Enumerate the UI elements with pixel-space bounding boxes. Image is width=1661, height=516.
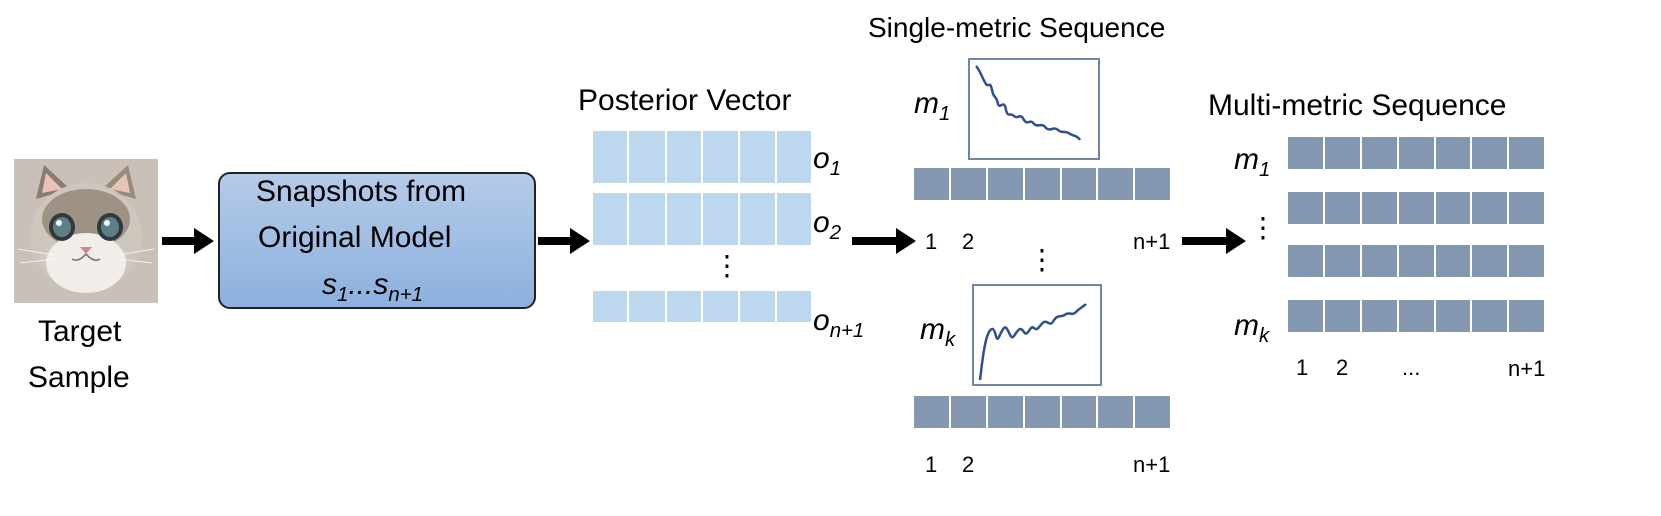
model-line1: Snapshots from xyxy=(256,175,467,208)
kitten-photo-icon xyxy=(14,159,158,303)
posterior-vdots: ⋮ xyxy=(713,250,741,281)
posterior-row-2 xyxy=(593,193,811,245)
single-rowk-tick-2: 2 xyxy=(962,452,975,477)
decreasing-curve xyxy=(975,65,1082,141)
posterior-o1: o1 xyxy=(813,142,842,180)
posterior-row-n xyxy=(593,291,811,322)
target-label-line2: Sample xyxy=(28,361,130,394)
single-metric-plot-k xyxy=(972,284,1102,386)
multi-tick-n: n+1 xyxy=(1508,356,1546,381)
multi-metric-row-1 xyxy=(1288,137,1544,169)
arrow-to-single-metric xyxy=(852,228,916,254)
single-metric-row-k xyxy=(914,396,1170,428)
posterior-title: Posterior Vector xyxy=(578,84,792,117)
increasing-curve xyxy=(978,303,1087,381)
multi-tick-dots: ... xyxy=(1402,355,1421,380)
single-rowk-tick-n: n+1 xyxy=(1133,452,1171,477)
multi-metric-title: Multi-metric Sequence xyxy=(1208,89,1507,122)
single-row1-tick-n: n+1 xyxy=(1133,229,1171,254)
single-metric-plot-1 xyxy=(968,58,1100,160)
multi-mk-label: mk xyxy=(1234,309,1270,347)
single-row1-tick-2: 2 xyxy=(962,229,975,254)
multi-tick-1: 1 xyxy=(1296,355,1309,380)
single-metric-title: Single-metric Sequence xyxy=(868,12,1166,43)
single-metric-vdots: ⋮ xyxy=(1028,244,1056,275)
multi-metric-row-k xyxy=(1288,300,1544,332)
target-label-line1: Target xyxy=(38,315,122,348)
model-line2: Original Model xyxy=(258,221,452,254)
arrow-to-model xyxy=(162,228,214,254)
single-row1-tick-1: 1 xyxy=(925,229,938,254)
snapshot-model-box xyxy=(218,172,536,309)
single-m1-label: m1 xyxy=(914,87,951,125)
arrow-to-posterior xyxy=(538,228,590,254)
posterior-o2: o2 xyxy=(813,206,842,244)
multi-tick-2: 2 xyxy=(1336,355,1349,380)
single-metric-row-1 xyxy=(914,168,1170,200)
single-rowk-tick-1: 1 xyxy=(925,452,938,477)
posterior-row-1 xyxy=(593,131,811,183)
model-formula: s1...sn+1 xyxy=(322,268,423,306)
multi-metric-row-3 xyxy=(1288,245,1544,277)
multi-m1-label: m1 xyxy=(1234,143,1271,181)
posterior-on: on+1 xyxy=(813,304,865,342)
multi-vdots: ⋮ xyxy=(1249,212,1277,243)
arrow-to-multi-metric xyxy=(1182,228,1246,254)
single-mk-label: mk xyxy=(920,313,956,351)
multi-metric-row-2 xyxy=(1288,192,1544,224)
